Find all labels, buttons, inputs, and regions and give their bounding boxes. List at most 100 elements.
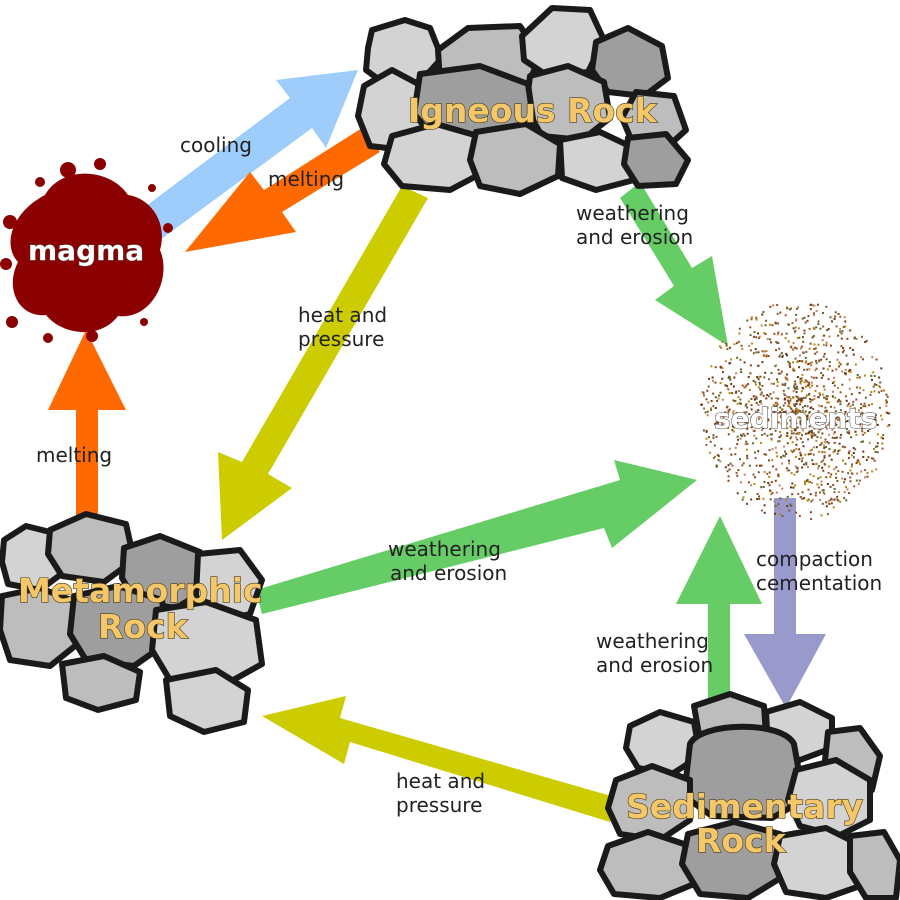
sediment-speck [800, 401, 803, 403]
sediment-speck [850, 472, 853, 475]
sediment-speck [834, 311, 837, 314]
sediment-speck [769, 393, 772, 396]
sediment-speck [767, 378, 770, 381]
sediment-speck [843, 497, 846, 499]
sediment-speck [809, 398, 812, 401]
sediment-speck [810, 381, 813, 384]
sediment-speck [800, 347, 802, 350]
sediment-speck [843, 419, 846, 422]
sediment-speck [780, 412, 783, 415]
sediment-speck [763, 432, 766, 435]
sediment-speck [718, 394, 721, 397]
sediment-speck [811, 498, 814, 501]
sediment-speck [716, 421, 719, 424]
sediment-speck [827, 328, 830, 331]
sediment-speck [761, 350, 764, 353]
sediment-speck [823, 451, 826, 454]
label-heat-sedimentary-2: pressure [396, 793, 482, 817]
sediment-speck [860, 407, 863, 409]
sediment-speck [812, 376, 815, 379]
magma-drop [23, 293, 33, 303]
sediment-speck [808, 411, 811, 413]
sediment-speck [777, 331, 780, 334]
sediment-speck [845, 428, 848, 431]
sediment-speck [810, 376, 813, 379]
sediment-speck [821, 502, 824, 505]
sediment-speck [838, 449, 841, 452]
sediment-speck [876, 442, 879, 445]
sediment-speck [789, 419, 792, 422]
sediment-speck [842, 347, 845, 349]
sediment-speck [781, 355, 784, 358]
sediment-speck [858, 391, 861, 394]
sediment-speck [708, 436, 710, 439]
sediment-speck [885, 404, 888, 407]
sediment-speck [799, 382, 802, 385]
sediment-speck [746, 457, 749, 460]
sediment-speck [790, 414, 793, 417]
sediment-speck [792, 486, 795, 489]
sediment-speck [733, 343, 736, 346]
sediment-speck [828, 448, 831, 451]
sediment-speck [760, 393, 763, 396]
sediment-speck [821, 413, 824, 416]
sediment-speck [786, 373, 789, 376]
sediment-speck [831, 395, 834, 398]
sediment-speck [799, 403, 802, 406]
sediment-speck [823, 456, 826, 459]
sediment-speck [859, 423, 862, 426]
sediment-speck [712, 436, 715, 439]
sediment-speck [800, 411, 802, 414]
sediment-speck [840, 332, 843, 335]
sediment-speck [789, 406, 792, 409]
sediment-speck [848, 369, 851, 372]
sediment-speck [790, 430, 793, 432]
sediment-speck [851, 412, 854, 414]
sediment-speck [730, 358, 733, 361]
sediment-speck [845, 499, 848, 502]
label-weathering-sedimentary-1: weathering [596, 629, 709, 653]
sediment-speck [741, 347, 744, 350]
sediment-speck [804, 453, 807, 456]
sediment-speck [834, 315, 837, 318]
sediment-speck [880, 436, 883, 439]
sediment-speck [758, 416, 761, 419]
sediment-speck [801, 466, 804, 469]
sediment-speck [714, 396, 717, 399]
sediment-speck [786, 442, 789, 445]
sediment-speck [801, 406, 804, 409]
sediment-speck [779, 411, 782, 414]
sediment-speck [851, 348, 854, 351]
sediment-speck [734, 391, 737, 394]
sediment-speck [741, 464, 744, 467]
sediment-speck [833, 468, 836, 471]
sediment-speck [763, 504, 766, 507]
sediment-speck [719, 391, 722, 394]
sediment-speck [775, 468, 778, 471]
sediment-speck [837, 426, 840, 429]
sediment-speck [744, 443, 747, 446]
sediment-speck [844, 446, 846, 449]
sediment-speck [761, 429, 764, 432]
rock-stone [45, 511, 137, 585]
sediments-cloud [700, 303, 891, 520]
sediment-speck [799, 413, 801, 416]
sediment-speck [739, 481, 742, 484]
sediment-speck [737, 340, 740, 343]
sediment-speck [735, 471, 738, 474]
sediment-speck [794, 465, 797, 468]
sediment-speck [754, 381, 757, 384]
sediment-speck [755, 464, 758, 467]
sediment-speck [833, 449, 836, 452]
sediment-speck [864, 374, 866, 377]
sediment-speck [847, 457, 850, 459]
sediment-speck [755, 316, 758, 319]
sediment-speck [763, 355, 766, 357]
sediment-speck [790, 432, 793, 435]
sediment-speck [849, 405, 852, 408]
sediment-speck [717, 455, 720, 458]
sediment-speck [810, 500, 813, 503]
sediment-speck [760, 464, 763, 467]
sediment-speck [785, 332, 788, 335]
sediment-speck [789, 365, 792, 368]
